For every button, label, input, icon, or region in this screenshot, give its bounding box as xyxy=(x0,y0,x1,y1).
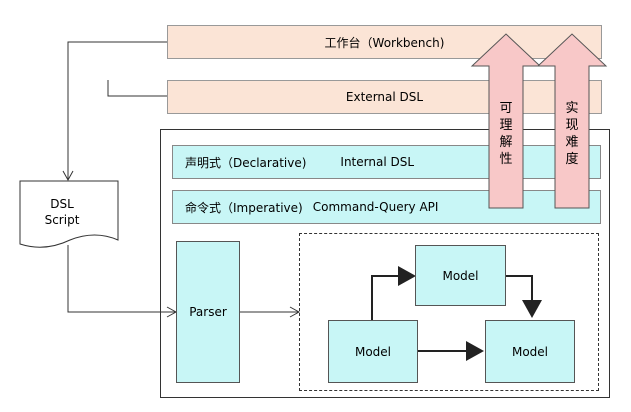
model-node-left: Model xyxy=(328,320,418,383)
external-dsl-bar: External DSL xyxy=(167,80,602,114)
model-node-right: Model xyxy=(485,320,575,383)
internal-dsl-container xyxy=(160,129,610,398)
difficulty-label: 实 现 难 度 xyxy=(564,100,580,168)
workbench-bar: 工作台（Workbench) xyxy=(167,25,602,59)
model-group xyxy=(299,233,599,391)
imperative-bar: 命令式（Imperative) Command-Query API xyxy=(172,190,601,224)
model-left-to-top-arrow xyxy=(371,266,416,320)
model-node-top: Model xyxy=(415,245,506,306)
difficulty-char-1: 实 xyxy=(565,101,579,116)
model-right-label: Model xyxy=(511,344,549,359)
script-to-parser-connector xyxy=(67,245,178,318)
declarative-style-label: 声明式（Declarative) xyxy=(185,155,307,170)
imperative-style-label: 命令式（Imperative) xyxy=(185,200,303,215)
external-dsl-label: External DSL xyxy=(345,90,424,104)
dsl-script-line2: Script xyxy=(44,213,80,227)
declarative-bar: 声明式（Declarative) Internal DSL xyxy=(172,145,601,179)
workbench-to-script-connector xyxy=(62,41,168,182)
understandability-char-2: 理 xyxy=(499,118,513,133)
declarative-kind-label: Internal DSL xyxy=(340,155,415,169)
model-top-to-right-arrow xyxy=(506,275,542,318)
understandability-char-3: 解 xyxy=(499,135,513,150)
dsl-script-line1: DSL xyxy=(50,197,74,211)
understandability-label: 可 理 解 性 xyxy=(498,100,514,168)
parser-label: Parser xyxy=(189,305,227,319)
dsl-script-label: DSL Script xyxy=(20,196,104,228)
difficulty-char-2: 现 xyxy=(565,118,579,133)
difficulty-char-3: 难 xyxy=(565,135,579,150)
external-dsl-to-script-connector xyxy=(107,80,168,97)
workbench-label: 工作台（Workbench) xyxy=(324,35,445,50)
imperative-kind-label: Command-Query API xyxy=(312,200,439,214)
parser-node: Parser xyxy=(176,241,240,383)
model-top-label: Model xyxy=(442,268,479,283)
model-left-label: Model xyxy=(354,344,392,359)
understandability-char-4: 性 xyxy=(499,152,513,167)
difficulty-char-4: 度 xyxy=(565,152,579,167)
understandability-char-1: 可 xyxy=(499,101,513,116)
